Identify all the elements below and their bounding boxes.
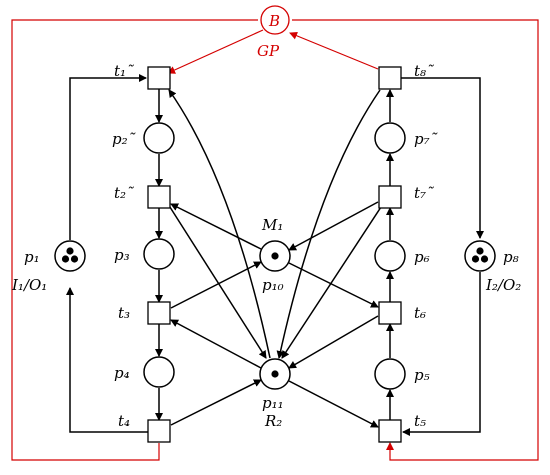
arc-p11-t5 xyxy=(288,380,379,428)
guard-arc-t8-B xyxy=(289,31,379,70)
transition-t4[interactable] xyxy=(147,419,171,443)
transition-t2-label: t₂˜ xyxy=(114,184,134,202)
place-B-annotation: GP xyxy=(257,42,280,60)
arc-t4-p11 xyxy=(170,379,262,426)
transition-t8-label: t₈˜ xyxy=(414,62,434,80)
place-p5-label: p₅ xyxy=(414,366,430,384)
arc-t8-p11 xyxy=(276,89,381,359)
transition-t5[interactable] xyxy=(378,419,402,443)
arc-t6-p11 xyxy=(288,315,379,369)
place-p11-label: p₁₁ xyxy=(262,394,284,412)
tokens xyxy=(61,247,489,378)
place-p4-label: p₄ xyxy=(114,364,130,382)
place-p10-label: p₁₀ xyxy=(262,276,284,294)
arc-p11-t3 xyxy=(170,319,262,369)
place-p8-annotation: I₂/O₂ xyxy=(485,276,521,294)
place-p1-annotation: I₁/O₁ xyxy=(11,276,47,294)
arc-t4-p1 xyxy=(66,287,148,433)
place-p6-label: p₆ xyxy=(414,248,430,266)
p10-token xyxy=(271,252,279,260)
guard-arc-B-t1 xyxy=(167,29,264,74)
p8-tokens xyxy=(471,247,489,263)
transition-t3[interactable] xyxy=(147,301,171,325)
arc-p1-t1 xyxy=(69,74,147,240)
guard-arc-right-loop xyxy=(292,19,539,461)
transition-t8[interactable] xyxy=(378,66,402,90)
transition-t6-label: t₆ xyxy=(414,304,426,322)
p1-tokens xyxy=(61,247,79,263)
transition-t5-label: t₅ xyxy=(414,412,426,430)
token xyxy=(61,255,70,263)
token xyxy=(471,255,480,263)
arc-t2-p11 xyxy=(167,203,267,359)
place-B[interactable] xyxy=(260,5,290,35)
place-p11-annotation: R₂ xyxy=(264,412,282,430)
arc-t3-p10 xyxy=(170,261,262,309)
place-p10-annotation: M₁ xyxy=(261,216,283,234)
place-p5[interactable] xyxy=(374,358,406,390)
labels: t₁˜ t₂˜ t₃ t₄ t₈˜ t₇˜ t₆ t₅ p₂˜ p₃ p₄ p₁… xyxy=(11,62,521,430)
arc-p10-t2 xyxy=(170,203,262,250)
token xyxy=(70,255,79,263)
arc-t7-p10 xyxy=(288,201,379,251)
arc-p8-t5 xyxy=(402,272,481,436)
transition-t6[interactable] xyxy=(378,301,402,325)
place-p3-label: p₃ xyxy=(114,246,130,264)
guard-arc-left-loop xyxy=(11,19,258,461)
place-p1-label: p₁ xyxy=(24,248,40,266)
place-p7-label: p₇˜ xyxy=(414,130,438,148)
place-p8-label: p₈ xyxy=(503,248,519,266)
transition-t1[interactable] xyxy=(147,66,171,90)
transition-t3-label: t₃ xyxy=(118,304,130,322)
arc-p10-t6 xyxy=(288,262,379,308)
place-p7[interactable] xyxy=(374,122,406,154)
transition-t1-label: t₁˜ xyxy=(114,62,134,80)
place-p1[interactable] xyxy=(54,240,86,272)
places xyxy=(54,122,496,390)
place-B-label: B xyxy=(268,12,280,30)
arc-t7-p11 xyxy=(281,203,384,359)
place-p2-label: p₂˜ xyxy=(112,130,136,148)
token xyxy=(476,247,484,255)
p11-token xyxy=(271,370,279,378)
token xyxy=(480,255,489,263)
place-p6[interactable] xyxy=(374,240,406,272)
transition-t7[interactable] xyxy=(378,185,402,209)
transitions xyxy=(147,66,402,443)
transition-t4-label: t₄ xyxy=(118,412,130,430)
place-p2[interactable] xyxy=(143,122,175,154)
place-p4[interactable] xyxy=(143,356,175,388)
arc-p11-t1 xyxy=(168,89,271,359)
token xyxy=(66,247,74,255)
transition-t2[interactable] xyxy=(147,185,171,209)
place-p8[interactable] xyxy=(464,240,496,272)
transition-t7-label: t₇˜ xyxy=(414,184,434,202)
place-p3[interactable] xyxy=(143,238,175,270)
arcs xyxy=(66,74,484,436)
guard-network xyxy=(11,19,539,461)
arc-t8-p8 xyxy=(401,77,484,239)
